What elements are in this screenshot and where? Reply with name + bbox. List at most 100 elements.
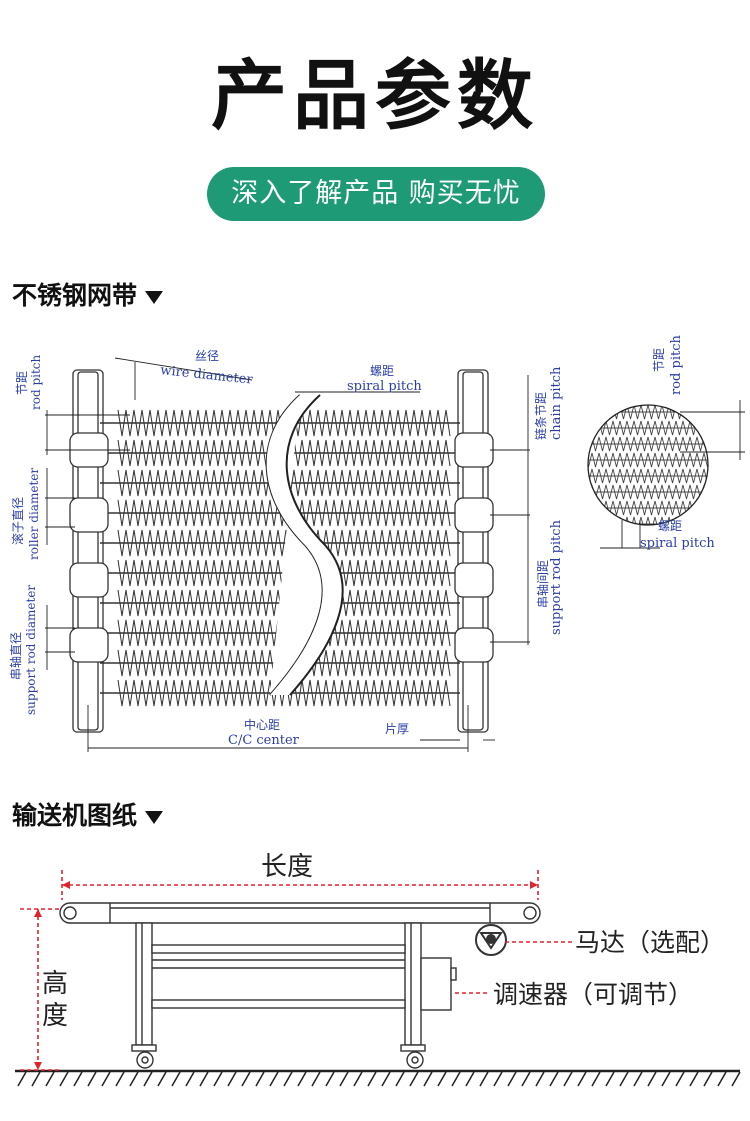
chain-roller xyxy=(454,432,494,468)
label-motor: 马达（选配） xyxy=(575,928,725,957)
ground-hatch xyxy=(703,1071,713,1087)
ground-hatch xyxy=(241,1071,251,1087)
ground-hatch xyxy=(227,1071,237,1087)
triangle-down-icon xyxy=(145,290,164,304)
ground-hatch xyxy=(633,1071,643,1087)
label-chain-en: chain pitch xyxy=(549,366,564,440)
ground-hatch xyxy=(423,1071,433,1087)
label-rod-en: rod pitch xyxy=(29,354,43,410)
ground-hatch xyxy=(381,1071,391,1087)
label-thick-cn: 片厚 xyxy=(385,722,409,736)
label-wire-cn: 丝径 xyxy=(195,349,219,363)
chain-roller xyxy=(454,627,494,663)
ground-hatch xyxy=(115,1071,125,1087)
ground-hatch xyxy=(619,1071,629,1087)
ground-hatch xyxy=(675,1071,685,1087)
ground-hatch xyxy=(563,1071,573,1087)
section-heading-conveyor: 输送机图纸 xyxy=(12,796,164,832)
ground-hatch xyxy=(717,1071,727,1087)
ground-hatch xyxy=(437,1071,447,1087)
chain-roller xyxy=(69,562,109,598)
ground-hatch xyxy=(549,1071,559,1087)
label-height-1: 高 xyxy=(42,969,68,999)
ground-hatch xyxy=(451,1071,461,1087)
speed-controller xyxy=(420,957,457,1011)
chain-roller xyxy=(454,562,494,598)
chain-roller xyxy=(454,497,494,533)
ground-hatch xyxy=(367,1071,377,1087)
ground-hatch xyxy=(297,1071,307,1087)
ground-hatch xyxy=(283,1071,293,1087)
label-spiral-en: spiral pitch xyxy=(347,379,422,394)
ground-hatch xyxy=(199,1071,209,1087)
ground-hatch xyxy=(213,1071,223,1087)
ground-hatch xyxy=(325,1071,335,1087)
label-srpitch-en: support rod pitch xyxy=(549,519,564,635)
ground-hatch xyxy=(521,1071,531,1087)
conveyor-diagram: 长度 高 度 马达（选配） 调速器（可调节） xyxy=(15,852,741,1087)
ground-hatch xyxy=(353,1071,363,1087)
ground-hatch xyxy=(409,1071,419,1087)
ground-hatch xyxy=(535,1071,545,1087)
label-chain-cn: 链条节距 xyxy=(533,392,548,440)
ground-hatch xyxy=(87,1071,97,1087)
label-rod2-en: rod pitch xyxy=(669,335,684,395)
ground-hatch xyxy=(395,1071,405,1087)
ground-hatch xyxy=(129,1071,139,1087)
ground-hatch xyxy=(689,1071,699,1087)
ground-hatch xyxy=(59,1071,69,1087)
label-support-cn: 串轴直径 xyxy=(8,632,23,680)
label-rod2-cn: 节距 xyxy=(652,348,666,372)
ground-hatch xyxy=(465,1071,475,1087)
label-length: 长度 xyxy=(261,852,313,882)
ground-hatch xyxy=(269,1071,279,1087)
ground-hatch xyxy=(255,1071,265,1087)
section-heading-mesh-belt: 不锈钢网带 xyxy=(12,276,164,312)
label-support-en: support rod diameter xyxy=(24,585,38,715)
mesh-labels: 丝径 wire diameter 螺距 spiral pitch 节距 rod … xyxy=(8,335,715,748)
section-heading-text: 不锈钢网带 xyxy=(12,281,138,310)
ground-hatch xyxy=(591,1071,601,1087)
triangle-down-icon xyxy=(145,810,164,824)
label-roller-en: roller diameter xyxy=(27,468,41,560)
label-spiral-cn: 螺距 xyxy=(370,364,394,378)
section-heading-text: 输送机图纸 xyxy=(12,801,138,830)
label-wire-en: wire diameter xyxy=(160,363,255,388)
ground-hatch xyxy=(157,1071,167,1087)
chain-roller xyxy=(69,497,109,533)
ground-hatch xyxy=(185,1071,195,1087)
right-chain-rail xyxy=(457,369,489,733)
label-center-cn: 中心距 xyxy=(244,717,280,732)
label-roller-cn: 滚子直径 xyxy=(10,497,25,545)
label-spiral2-en: spiral pitch xyxy=(640,536,715,551)
ground-hatch xyxy=(661,1071,671,1087)
motor-icon xyxy=(475,924,507,956)
label-rod-cn: 节距 xyxy=(15,371,29,395)
label-srpitch-cn: 串轴间距 xyxy=(535,560,550,608)
ground-hatch xyxy=(605,1071,615,1087)
ground-hatch xyxy=(647,1071,657,1087)
left-chain-rail xyxy=(72,369,104,733)
ground-hatch xyxy=(507,1071,517,1087)
chain-roller xyxy=(69,627,109,663)
ground-hatch xyxy=(31,1071,41,1087)
label-center-en: C/C center xyxy=(228,733,300,748)
ground-hatch xyxy=(45,1071,55,1087)
ground-hatch xyxy=(479,1071,489,1087)
ground-hatch xyxy=(73,1071,83,1087)
ground-hatch xyxy=(171,1071,181,1087)
ground-hatch xyxy=(339,1071,349,1087)
ground-hatch xyxy=(101,1071,111,1087)
page-title: 产品参数 xyxy=(211,51,539,140)
dimension-lines xyxy=(45,357,530,752)
subtitle-banner: 深入了解产品 购买无忧 xyxy=(207,167,545,221)
ground-hatch xyxy=(493,1071,503,1087)
label-spiral2-cn: 螺距 xyxy=(658,519,682,533)
ground-hatch xyxy=(143,1071,153,1087)
ground-hatch xyxy=(311,1071,321,1087)
ground-hatch xyxy=(577,1071,587,1087)
label-speed-controller: 调速器（可调节） xyxy=(493,980,693,1009)
ground-hatch xyxy=(731,1071,741,1087)
ground-hatch xyxy=(17,1071,27,1087)
